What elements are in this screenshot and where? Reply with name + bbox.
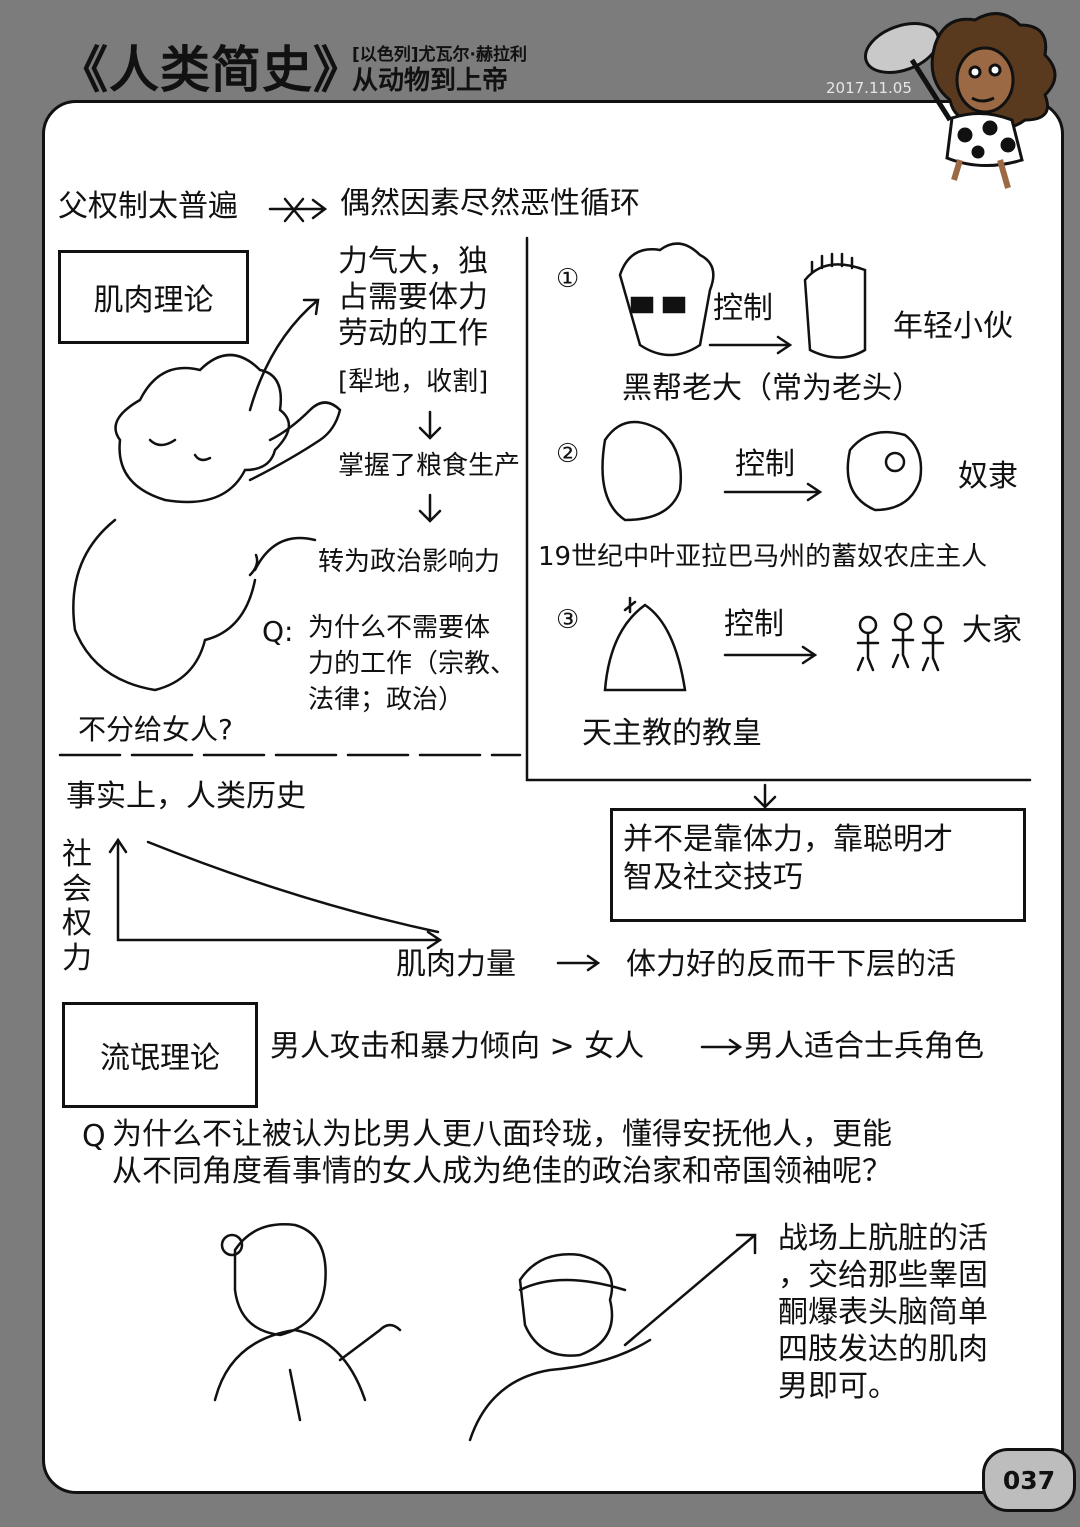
example-2-controlled: 奴隶 xyxy=(958,459,1018,494)
muscle-question-end: 不分给女人? xyxy=(78,713,233,746)
example-1-controller: 黑帮老大（常为老头） xyxy=(622,371,922,406)
fact-heading: 事实上，人类历史 xyxy=(66,779,306,814)
example-3-controller: 天主教的教皇 xyxy=(582,716,762,751)
gangster-result: 男人适合士兵角色 xyxy=(744,1029,984,1064)
muscle-examples: [犁地，收割] xyxy=(338,367,489,397)
fact-result: 体力好的反而干下层的活 xyxy=(626,947,956,982)
muscle-question-line-1: 为什么不需要体 xyxy=(308,613,491,643)
gangster-question-line-2: 从不同角度看事情的女人成为绝佳的政治家和帝国领袖呢？ xyxy=(112,1154,892,1189)
fact-conclusion-line-2: 智及社交技巧 xyxy=(623,860,803,895)
muscle-question-mark: Q: xyxy=(262,615,294,648)
example-3-number: ③ xyxy=(556,605,580,635)
example-1-controlled: 年轻小伙 xyxy=(893,309,1013,344)
patriarchy-premise: 父权制太普遍 xyxy=(58,189,238,224)
graph-y-label: 社会权力 xyxy=(62,837,92,976)
patriarchy-conclusion: 偶然因素尽然恶性循环 xyxy=(340,186,640,221)
muscle-question-line-2: 力的工作（宗教、 xyxy=(308,649,517,679)
soldier-note-line-3: 酮爆表头脑简单 xyxy=(778,1295,988,1330)
example-2-controller: 19世纪中叶亚拉巴马州的蓄奴农庄主人 xyxy=(538,542,988,572)
muscle-claim-line-2: 占需要体力 xyxy=(338,280,488,315)
muscle-theory-label-box: 肌肉理论 xyxy=(58,250,249,344)
muscle-theory-label: 肌肉理论 xyxy=(93,283,214,318)
soldier-note-line-2: ，交给那些睾固 xyxy=(778,1258,988,1293)
page-number: 037 xyxy=(982,1448,1076,1512)
gangster-question-line-1: 为什么不让被认为比男人更八面玲珑，懂得安抚他人，更能 xyxy=(112,1117,892,1152)
example-2-number: ② xyxy=(556,439,580,469)
fact-conclusion-line-1: 并不是靠体力，靠聪明才 xyxy=(623,822,953,857)
muscle-step-food: 掌握了粮食生产 xyxy=(338,451,521,481)
soldier-note-line-5: 男即可。 xyxy=(778,1369,898,1404)
gangster-theory-label: 流氓理论 xyxy=(100,1041,220,1076)
muscle-step-politics: 转为政治影响力 xyxy=(318,547,501,577)
gangster-question-mark: Q xyxy=(82,1119,106,1154)
graph-x-label: 肌肉力量 xyxy=(396,947,516,982)
example-1-verb: 控制 xyxy=(713,291,773,326)
muscle-claim-line-1: 力气大，独 xyxy=(338,244,488,279)
book-author: [以色列]尤瓦尔·赫拉利 xyxy=(352,45,527,65)
muscle-question-line-3: 法律；政治） xyxy=(308,685,465,715)
muscle-claim-line-3: 劳动的工作 xyxy=(338,316,488,351)
example-3-controlled: 大家 xyxy=(962,613,1022,648)
soldier-note-line-1: 战场上肮脏的活 xyxy=(778,1221,988,1256)
book-title: 《人类简史》 xyxy=(58,41,364,99)
example-3-verb: 控制 xyxy=(724,607,784,642)
gangster-claim: 男人攻击和暴力倾向 > 女人 xyxy=(270,1029,645,1064)
caveman-mascot-illustration xyxy=(864,12,1057,189)
gangster-theory-label-box: 流氓理论 xyxy=(62,1002,258,1108)
example-2-verb: 控制 xyxy=(735,447,795,482)
fact-conclusion-box: 并不是靠体力，靠聪明才 智及社交技巧 xyxy=(610,808,1026,922)
soldier-note-line-4: 四肢发达的肌肉 xyxy=(778,1332,988,1367)
example-1-number: ① xyxy=(556,264,580,294)
book-subtitle: 从动物到上帝 xyxy=(352,66,509,96)
note-date: 2017.11.05 xyxy=(826,79,912,97)
